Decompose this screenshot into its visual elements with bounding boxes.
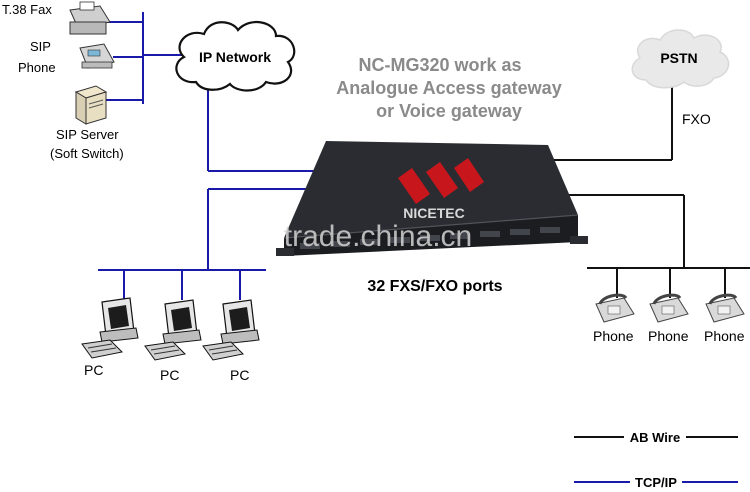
phone-icon [705, 293, 745, 323]
fxo-label: FXO [682, 111, 711, 127]
sip-phone-label-line-2: Phone [18, 60, 56, 75]
gateway-device: NICETEC [276, 141, 588, 256]
server-icon [74, 85, 108, 125]
device-ports [300, 227, 560, 249]
ports-label: 32 FXS/FXO ports [367, 278, 502, 295]
fax-icon [69, 1, 111, 35]
headline-line-2: Analogue Access gateway [336, 78, 561, 98]
legend-ab-wire: AB Wire [630, 430, 680, 445]
phone-label-2: Phone [648, 328, 689, 344]
headline-line-1: NC-MG320 work as [358, 55, 521, 75]
watermark: trade.china.cn [284, 220, 472, 253]
pc-label-2: PC [160, 367, 179, 383]
sip-server-label-line-2: (Soft Switch) [50, 146, 124, 161]
pstn-label: PSTN [660, 50, 697, 66]
pstn-cloud: PSTN [631, 29, 730, 89]
pc-icon [144, 299, 202, 361]
headline: NC-MG320 work as Analogue Access gateway… [336, 55, 561, 121]
nicetec-logo [398, 158, 484, 204]
tcp-ip-lines [98, 12, 320, 300]
phone-icon [649, 293, 689, 323]
phone-label-1: Phone [593, 328, 634, 344]
phone-label-3: Phone [704, 328, 745, 344]
ip-network-label: IP Network [199, 49, 271, 65]
pc-icon [202, 299, 260, 361]
fax-label: T.38 Fax [2, 2, 52, 17]
legend: AB Wire TCP/IP [574, 430, 738, 490]
legend-tcp-ip: TCP/IP [635, 475, 677, 490]
pc-icon [81, 297, 139, 359]
sip-phone-label-line-1: SIP [30, 39, 51, 54]
pc-label-1: PC [84, 362, 103, 378]
sip-phone-icon [79, 43, 115, 69]
sip-server-label-line-1: SIP Server [56, 127, 119, 142]
phone-icon [595, 293, 635, 323]
headline-line-3: or Voice gateway [376, 101, 522, 121]
device-brand: NICETEC [403, 205, 464, 221]
ab-wire-lines [545, 82, 750, 298]
ip-network-cloud: IP Network [175, 20, 296, 92]
pc-label-3: PC [230, 367, 249, 383]
